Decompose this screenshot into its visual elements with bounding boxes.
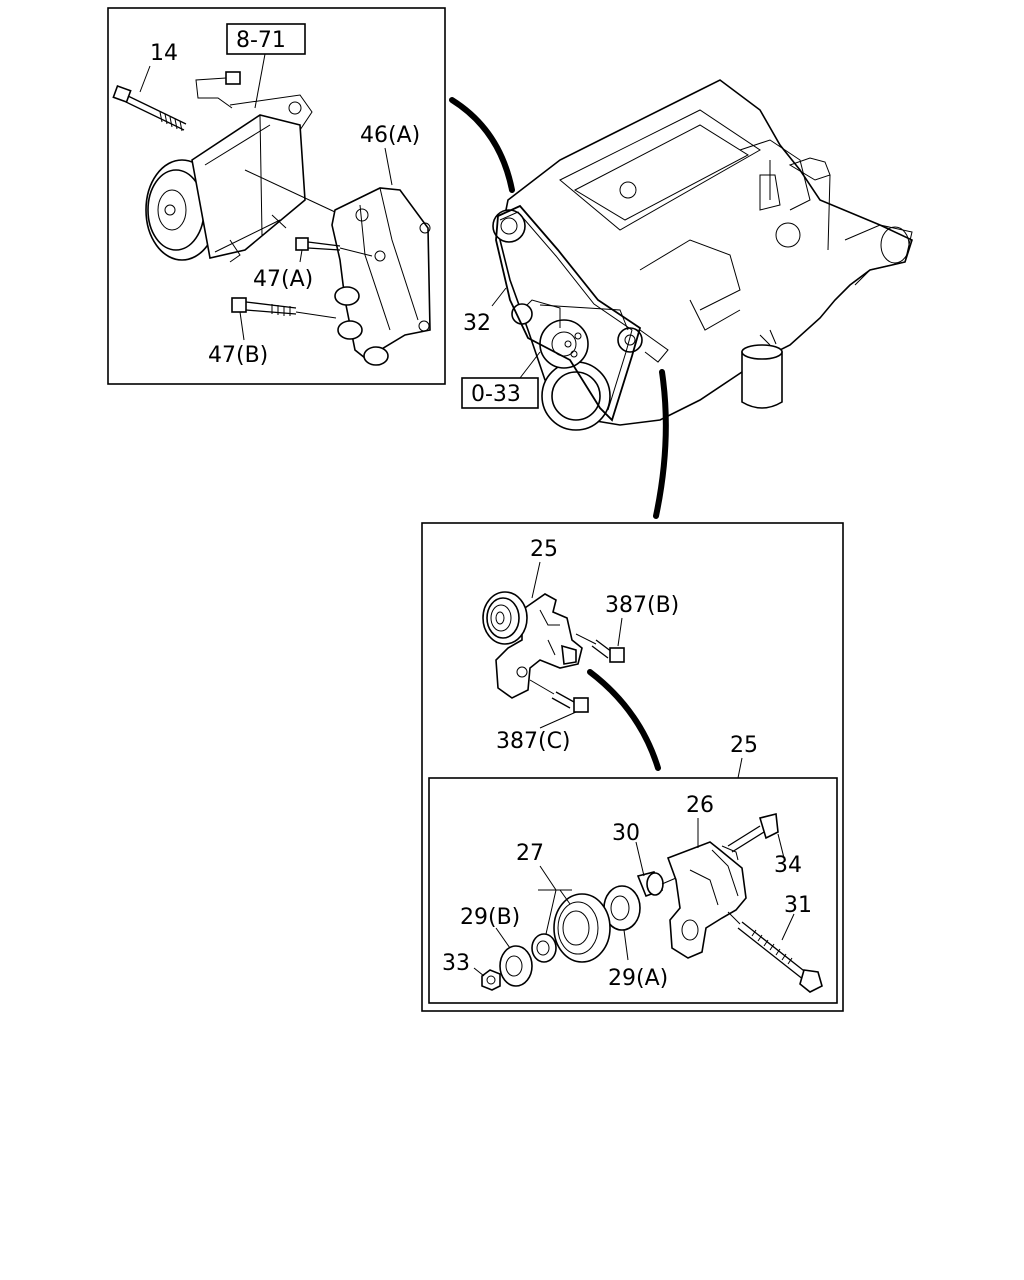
callout-31: 31 xyxy=(784,893,812,918)
idler-pulley-27 xyxy=(531,893,611,963)
bolt-47b xyxy=(231,297,337,319)
ac-compressor xyxy=(145,71,313,263)
reference-0-33[interactable]: 0-33 xyxy=(461,377,539,409)
callout-25-top: 25 xyxy=(530,537,558,562)
bolt-387c xyxy=(529,679,589,713)
callout-30: 30 xyxy=(612,821,640,846)
tensioner-assembly-25 xyxy=(482,591,583,699)
bolt-14 xyxy=(112,84,187,132)
drive-belt-32 xyxy=(495,204,642,422)
callout-32: 32 xyxy=(463,311,491,336)
nut-33 xyxy=(481,969,501,991)
callout-46a: 46(A) xyxy=(360,123,420,148)
reference-8-71-label: 8-71 xyxy=(236,28,286,53)
reference-0-33-label: 0-33 xyxy=(471,382,521,407)
reference-8-71[interactable]: 8-71 xyxy=(226,23,306,55)
callout-25-box: 25 xyxy=(730,733,758,758)
bolt-31 xyxy=(727,911,823,993)
connector-arc-tensioner xyxy=(653,369,669,519)
tensioner-exploded-box xyxy=(428,777,838,1004)
callout-33: 33 xyxy=(442,951,470,976)
callout-26: 26 xyxy=(686,793,714,818)
spacer-30 xyxy=(636,871,677,898)
tensioner-bracket-26 xyxy=(666,841,747,959)
bolt-387b xyxy=(575,633,625,663)
washer-29b xyxy=(499,945,533,987)
tensioner-group-box xyxy=(421,522,844,1012)
callout-29a: 29(A) xyxy=(608,966,668,991)
callout-387c: 387(C) xyxy=(496,729,571,754)
engine-block xyxy=(492,79,913,431)
callout-47b: 47(B) xyxy=(208,343,268,368)
connector-arc-compressor xyxy=(449,97,515,193)
callout-14: 14 xyxy=(150,41,178,66)
callout-387b: 387(B) xyxy=(605,593,679,618)
bolt-34 xyxy=(727,813,779,853)
callout-29b: 29(B) xyxy=(460,905,520,930)
compressor-group-box xyxy=(107,7,446,385)
connector-arc-exploded xyxy=(587,669,661,771)
callout-27: 27 xyxy=(516,841,544,866)
bracket-46a xyxy=(331,187,431,366)
callout-47a: 47(A) xyxy=(253,267,313,292)
callout-34: 34 xyxy=(774,853,802,878)
